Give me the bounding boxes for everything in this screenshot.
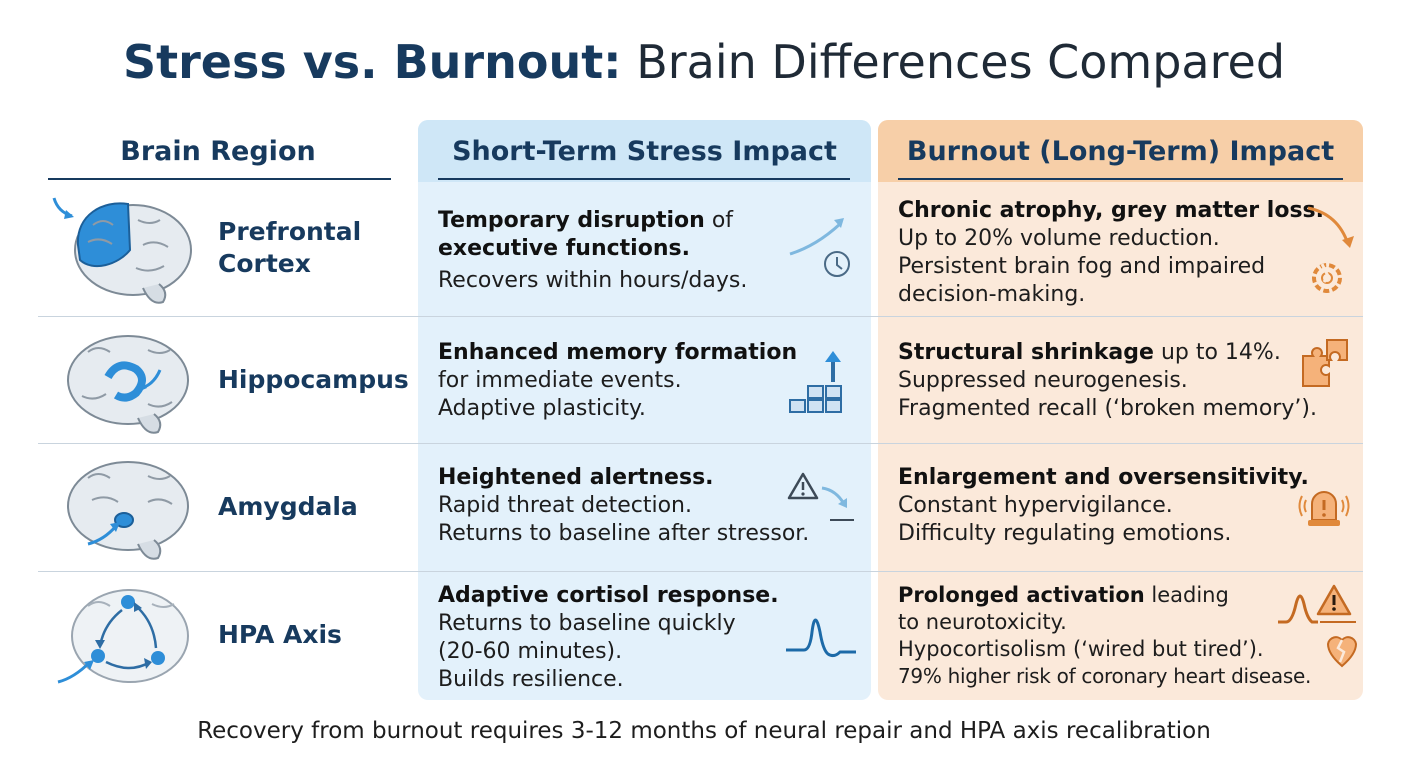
- burnout-cell-hpa-axis: Prolonged activation leading to neurotox…: [898, 583, 1312, 688]
- brain-hpa-axis-cycle-icon: [57, 589, 189, 684]
- brain-amygdala-highlight-icon: [67, 461, 189, 560]
- burnout-cell-prefrontal: Chronic atrophy, grey matter loss. Up to…: [898, 198, 1325, 307]
- clock-arrow-up-icon: [789, 218, 850, 277]
- footer-note: Recovery from burnout requires 3-12 mont…: [197, 718, 1211, 744]
- header-underline-stress: [438, 178, 850, 180]
- header-stress: Short-Term Stress Impact: [452, 136, 837, 167]
- burnout-column-panel: [878, 120, 1363, 700]
- warning-arrow-down-icon: [787, 472, 854, 521]
- region-name-hippocampus: Hippocampus: [218, 365, 409, 394]
- stress-cell-hippocampus: Enhanced memory formation for immediate …: [438, 340, 798, 421]
- header-burnout: Burnout (Long-Term) Impact: [906, 136, 1335, 167]
- header-underline-burnout: [898, 178, 1343, 180]
- stress-cell-amygdala: Heightened alertness. Rapid threat detec…: [438, 465, 810, 546]
- burnout-cell-amygdala: Enlargement and oversensitivity. Constan…: [898, 465, 1309, 546]
- region-name-amygdala: Amygdala: [218, 492, 358, 521]
- broken-heart-warning-icon: [1278, 584, 1358, 668]
- bar-chart-growth-icon: [789, 351, 842, 413]
- burnout-cell-hippocampus: Structural shrinkage up to 14%. Suppress…: [898, 340, 1317, 421]
- row-divider: [38, 571, 1363, 572]
- title-bold: Stress vs. Burnout:: [122, 35, 622, 89]
- region-name-hpa-axis: HPA Axis: [218, 620, 342, 649]
- header-brain-region: Brain Region: [120, 136, 316, 167]
- broken-gear-icon: [1307, 206, 1354, 293]
- cortisol-spike-wave-icon: [786, 618, 856, 658]
- brain-hippocampus-highlight-icon: [67, 335, 189, 434]
- title-light: Brain Differences Compared: [621, 35, 1286, 89]
- stress-cell-prefrontal: Temporary disruption of executive functi…: [438, 208, 748, 293]
- row-divider: [38, 443, 1363, 444]
- header-underline-region: [48, 178, 391, 180]
- region-name-prefrontal-cortex: Prefrontal Cortex: [218, 217, 362, 278]
- alarm-light-icon: [1298, 491, 1350, 526]
- puzzle-pieces-icon: [1302, 339, 1348, 387]
- page-title: Stress vs. Burnout: Brain Differences Co…: [0, 30, 1408, 94]
- brain-prefrontal-highlight-icon: [52, 197, 192, 304]
- stress-cell-hpa-axis: Adaptive cortisol response. Returns to b…: [438, 583, 779, 692]
- row-divider: [38, 316, 1363, 317]
